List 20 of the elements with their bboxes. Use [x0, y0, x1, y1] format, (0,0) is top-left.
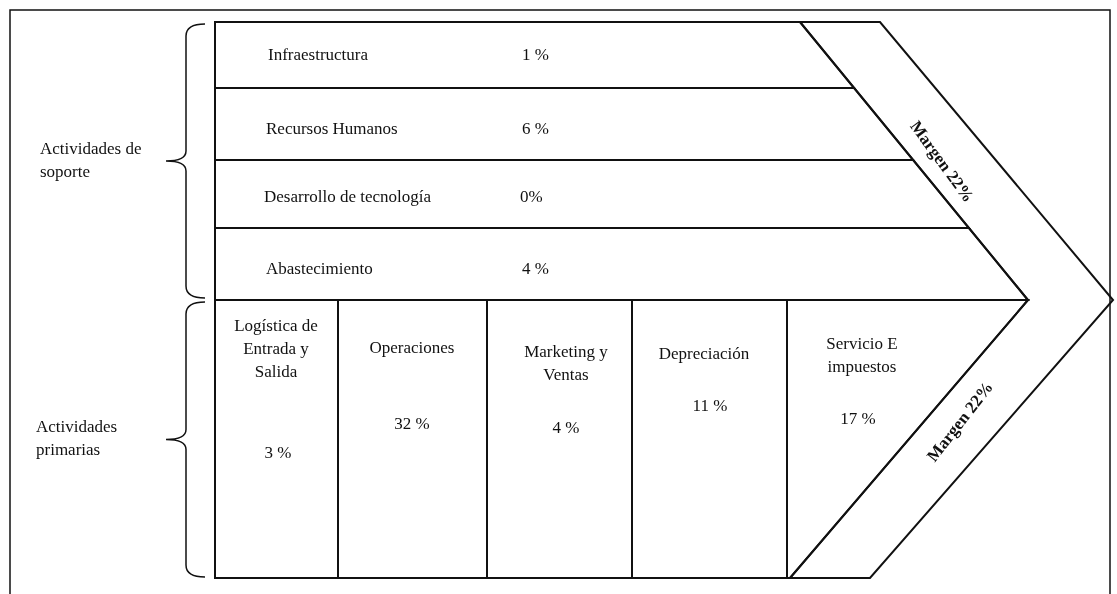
activity-label: Operaciones — [368, 337, 456, 359]
activity-label: Abastecimiento — [266, 258, 374, 280]
percentage-label: 3 % — [263, 442, 293, 464]
activity-label: Depreciación — [657, 343, 751, 365]
activity-label: Servicio E impuestos — [825, 333, 899, 378]
percentage-label: 4 % — [522, 258, 550, 280]
percentage-label: 4 % — [551, 417, 581, 439]
group-label: Actividades primarias — [36, 416, 119, 461]
percentage-label: 32 % — [393, 413, 431, 435]
percentage-label: 17 % — [839, 408, 877, 430]
activity-label: Logística de Entrada y Salida — [233, 315, 319, 383]
activity-label: Recursos Humanos — [266, 118, 399, 140]
percentage-label: 6 % — [522, 118, 550, 140]
activity-label: Infraestructura — [268, 44, 370, 66]
activity-label: Marketing y Ventas — [523, 341, 609, 386]
group-label: Actividades de soporte — [40, 138, 143, 183]
percentage-label: 11 % — [691, 395, 729, 417]
activity-label: Desarrollo de tecnología — [264, 186, 433, 208]
percentage-label: 1 % — [522, 44, 550, 66]
percentage-label: 0% — [520, 186, 544, 208]
